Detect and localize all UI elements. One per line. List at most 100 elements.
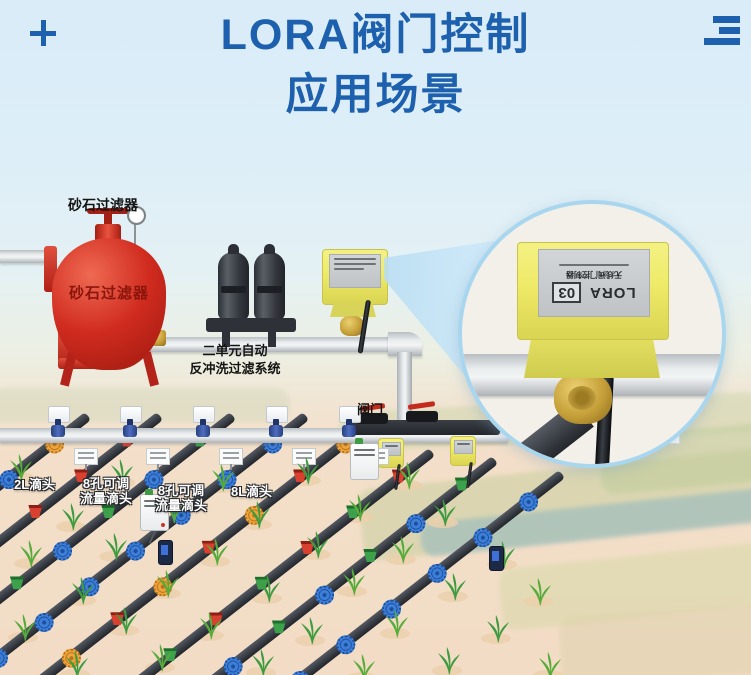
soil-mound [432, 665, 462, 675]
tank-valve-wheel [87, 208, 129, 214]
plant-icon [161, 494, 187, 524]
dripper-icon [519, 492, 539, 512]
soil-mound [337, 586, 367, 597]
dripper-label-8hole-2: 8孔可调 流量滴头 [155, 483, 208, 513]
menu-icon[interactable] [704, 16, 740, 48]
soil-mound [438, 591, 468, 602]
valve-label: 阀门 [357, 402, 384, 417]
device-brand: LORA [589, 284, 636, 301]
soil-mound [291, 475, 321, 486]
soil-mound [60, 669, 90, 675]
lora-controller-zoomed: LORA 03 无线阀门控制器 [517, 242, 669, 340]
filter-leg [222, 332, 230, 347]
plant-icon [436, 645, 462, 675]
plant-icon [442, 571, 468, 601]
soil-mound [428, 517, 458, 528]
plant-icon [396, 460, 422, 490]
junction-valve-stem [346, 419, 352, 428]
plant-icon [485, 613, 511, 643]
junction-valve-stem [55, 419, 61, 428]
soil-mound [194, 630, 224, 641]
device-name: 无线阀门控制器 [566, 270, 622, 279]
junction-placard [292, 448, 316, 470]
junction-valve-stem [273, 419, 279, 428]
plant-icon [210, 462, 236, 492]
soil-mound [386, 554, 416, 565]
soil-mound [533, 670, 563, 675]
handheld-device [489, 546, 504, 571]
plant-icon [246, 499, 272, 529]
junction-placard [74, 448, 98, 470]
brass-valve-small [340, 316, 364, 336]
plant-icon [351, 652, 377, 675]
junction-valve-stem [200, 419, 206, 428]
plant-icon [64, 649, 90, 675]
soil-mound [56, 521, 86, 532]
plant-icon [149, 642, 175, 672]
soil-mound [295, 635, 325, 646]
plant-icon [295, 455, 321, 485]
soil-mound [392, 480, 422, 491]
soil-mound [481, 633, 511, 644]
field-controller-box [140, 489, 169, 531]
sand-filter-label: 砂石过滤器 [68, 197, 138, 213]
junction-valve [51, 425, 65, 437]
filter-manifold [206, 318, 296, 332]
plant-icon [347, 492, 373, 522]
sand-filter-body-text: 砂石过滤器 [68, 285, 149, 302]
pressure-gauge-icon [127, 206, 146, 225]
plant-icon [60, 501, 86, 531]
dripper-icon [53, 541, 73, 561]
device-label-small [329, 254, 381, 288]
junction-placard [146, 448, 170, 470]
soil-mound [14, 558, 44, 569]
plant-icon [204, 536, 230, 566]
soil-mound [301, 549, 331, 560]
plant-icon [12, 612, 38, 642]
soil-mound [380, 628, 410, 639]
dripper-icon [272, 620, 286, 633]
plant-icon [109, 457, 135, 487]
soil-mound [246, 667, 276, 675]
backwash-filter-label: 二单元自动 反冲洗过滤系统 [189, 343, 281, 376]
lora-controller-mini [450, 436, 476, 466]
soil-mound [200, 556, 230, 567]
plant-icon [70, 575, 96, 605]
soil-mound [242, 519, 272, 530]
plant-icon [432, 497, 458, 527]
magnifier-circle: LORA 03 无线阀门控制器 [458, 200, 726, 468]
dripper-label-8l: 8L滴头 [231, 484, 273, 499]
soil-mound [105, 477, 135, 488]
field-controller-box [350, 438, 379, 480]
plant-icon [527, 576, 553, 606]
plant-icon [103, 531, 129, 561]
soil-mound [252, 593, 282, 604]
drain-pipe [58, 358, 100, 369]
plant-icon [537, 650, 563, 675]
dripper-icon [473, 528, 493, 548]
tank-valve-stem [104, 213, 112, 226]
sand-filter-tank [52, 238, 166, 370]
soil-mound [343, 512, 373, 523]
plant-icon [299, 615, 325, 645]
dripper-icon [10, 576, 24, 589]
zoom-brass-valve [554, 372, 612, 424]
plant-icon [18, 538, 44, 568]
dripper-label-8hole-1: 8孔可调 流量滴头 [80, 476, 133, 506]
dripper-icon [28, 505, 42, 518]
page-title-line1: LORA阀门控制 [220, 11, 531, 59]
manual-valve-body [406, 411, 438, 422]
plant-icon [491, 539, 517, 569]
junction-valve [123, 425, 137, 437]
junction-valve [342, 425, 356, 437]
inlet-pipe [0, 250, 52, 263]
handheld-device [158, 540, 173, 565]
filter-canister [254, 244, 285, 320]
plant-icon [384, 608, 410, 638]
plant-icon [8, 452, 34, 482]
soil-mound [99, 551, 129, 562]
page-title-line2: 应用场景 [285, 71, 466, 119]
plant-icon [305, 529, 331, 559]
add-icon[interactable] [30, 20, 56, 46]
